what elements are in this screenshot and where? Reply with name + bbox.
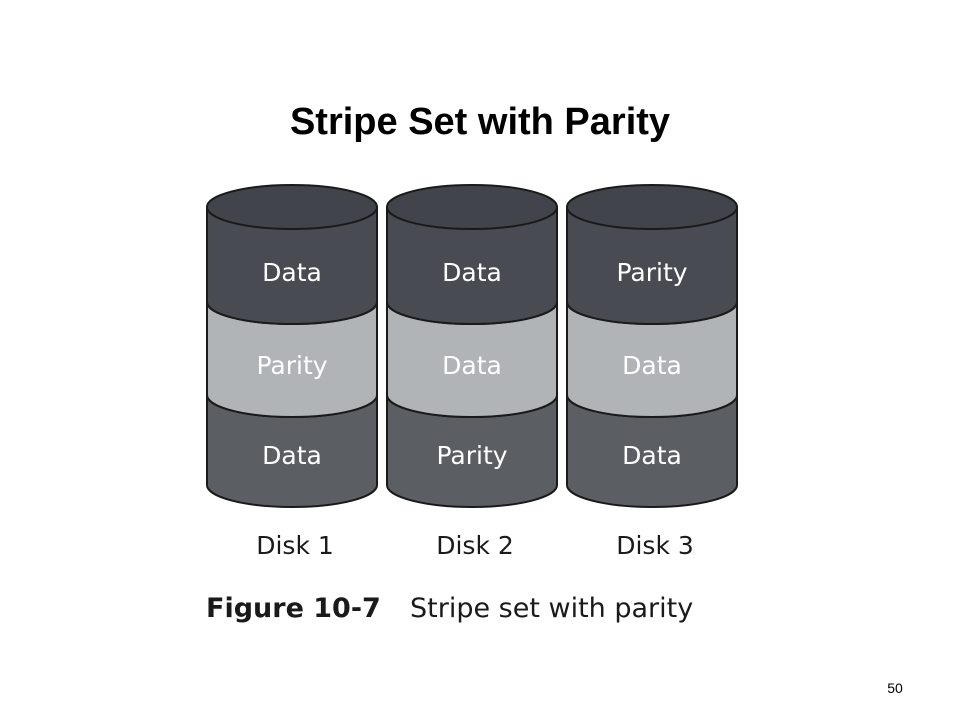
disk-3-segment-3-label: Data bbox=[622, 441, 682, 470]
figure-number: Figure 10-7 bbox=[206, 593, 381, 624]
slide-title: Stripe Set with Parity bbox=[289, 101, 671, 143]
disk-3-top bbox=[566, 184, 738, 230]
disk-2-segment-1-label: Data bbox=[442, 258, 502, 287]
disk-3-label: Disk 3 bbox=[616, 531, 694, 560]
disk-2-segment-3-label: Parity bbox=[436, 441, 507, 470]
disk-2-segment-2-label: Data bbox=[442, 351, 502, 380]
disk-1-segment-3-label: Data bbox=[262, 441, 322, 470]
disk-1-band-1 bbox=[206, 206, 378, 325]
page-number: 50 bbox=[887, 680, 903, 696]
disk-2-band-1 bbox=[386, 206, 558, 325]
figure-caption: Stripe set with parity bbox=[410, 593, 693, 624]
disk-2-label: Disk 2 bbox=[436, 531, 514, 560]
disk-1-segment-2-label: Parity bbox=[256, 351, 327, 380]
disk-1-label: Disk 1 bbox=[256, 531, 334, 560]
disk-1-segment-1-label: Data bbox=[262, 258, 322, 287]
disk-3-segment-1-label: Parity bbox=[616, 258, 687, 287]
disk-3-segment-2-label: Data bbox=[622, 351, 682, 380]
disk-2-top bbox=[386, 184, 558, 230]
disk-1-top bbox=[206, 184, 378, 230]
disk-3-band-1 bbox=[566, 206, 738, 325]
